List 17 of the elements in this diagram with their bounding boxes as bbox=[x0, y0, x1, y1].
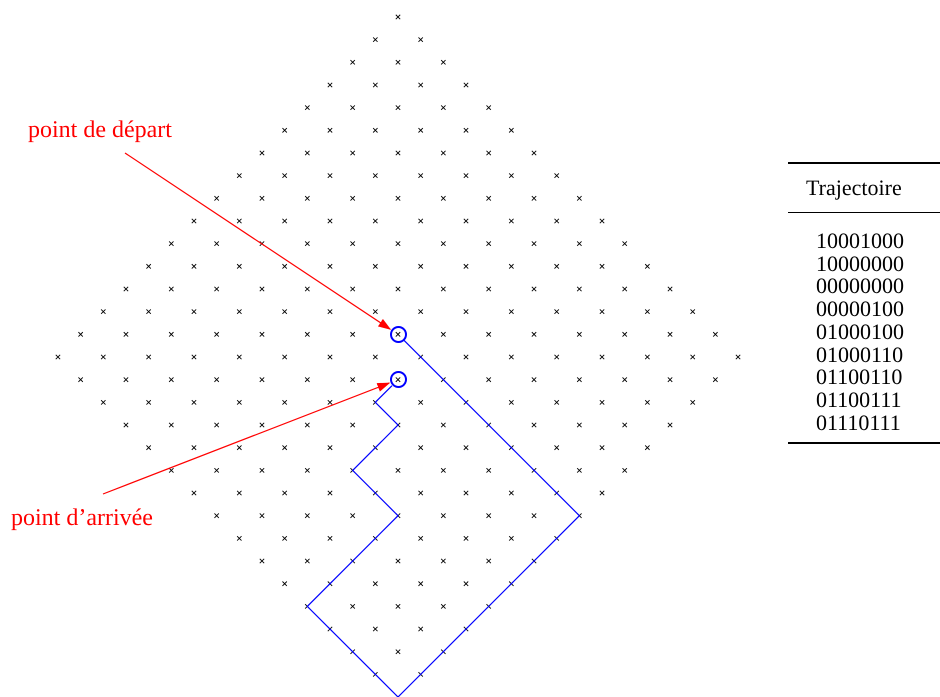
leader-line bbox=[102, 382, 390, 495]
table-cell: 01000110 bbox=[816, 344, 904, 366]
trajectory-path bbox=[306, 340, 580, 697]
callout-label: point de départ bbox=[28, 118, 172, 142]
table-cell: 01110111 bbox=[816, 412, 901, 434]
table-cell: 00000000 bbox=[816, 275, 904, 298]
table-cell: 01000100 bbox=[816, 320, 904, 343]
table-cell: 00000100 bbox=[816, 298, 904, 320]
end-marker bbox=[390, 371, 406, 388]
table-cell: 01100111 bbox=[816, 388, 902, 411]
column-header: Trajectoire bbox=[806, 177, 902, 199]
table-cell: 10001000 bbox=[816, 230, 904, 252]
leader-line bbox=[124, 152, 392, 330]
table-cell: 10000000 bbox=[816, 252, 904, 275]
start-marker bbox=[390, 326, 406, 343]
callout-label: point d’arrivée bbox=[11, 506, 153, 530]
table-cell: 01100110 bbox=[816, 366, 902, 388]
